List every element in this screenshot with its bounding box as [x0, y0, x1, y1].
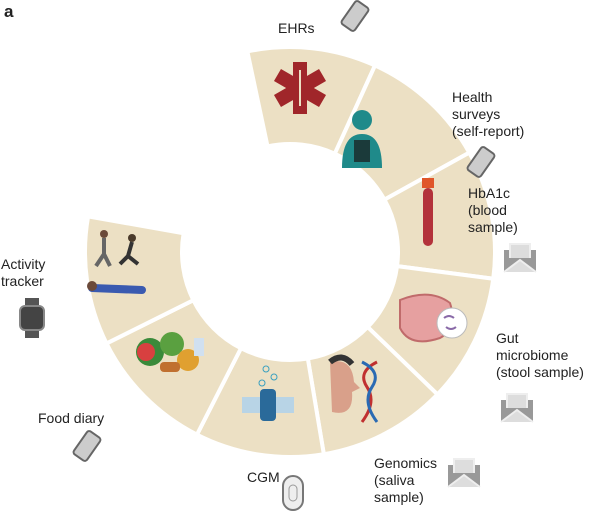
food-icon — [136, 332, 204, 372]
mail-envelope-icon — [503, 243, 537, 273]
label-activity-tracker: Activity tracker — [1, 256, 46, 289]
phone-icon — [466, 146, 496, 178]
label-ehrs: EHRs — [278, 20, 315, 36]
glucose-channel-icon — [242, 365, 294, 421]
label-cgm: CGM — [247, 469, 280, 485]
intestine-icon — [399, 293, 468, 343]
segment-runners — [83, 214, 197, 347]
label-food-diary: Food diary — [38, 410, 105, 426]
smartwatch-icon — [19, 298, 45, 338]
label-genomics: Genomics (saliva sample) — [374, 455, 438, 505]
cgm-sensor-icon — [282, 475, 304, 511]
label-hba1c: HbA1c (blood sample) — [468, 185, 518, 235]
label-gut-microbiome: Gut microbiome (stool sample) — [496, 330, 584, 380]
mail-envelope-icon — [447, 458, 481, 488]
medical-star-icon — [273, 62, 327, 114]
panel-label: a — [4, 2, 14, 21]
phone-icon — [340, 0, 370, 32]
runners-icon — [87, 230, 146, 294]
phone-icon — [72, 430, 102, 462]
person-tablet-icon — [342, 110, 382, 168]
mail-envelope-icon — [500, 393, 534, 423]
blood-tube-icon — [422, 178, 434, 246]
face-dna-icon — [328, 354, 379, 423]
label-health-surveys: Health surveys (self-report) — [452, 89, 525, 139]
